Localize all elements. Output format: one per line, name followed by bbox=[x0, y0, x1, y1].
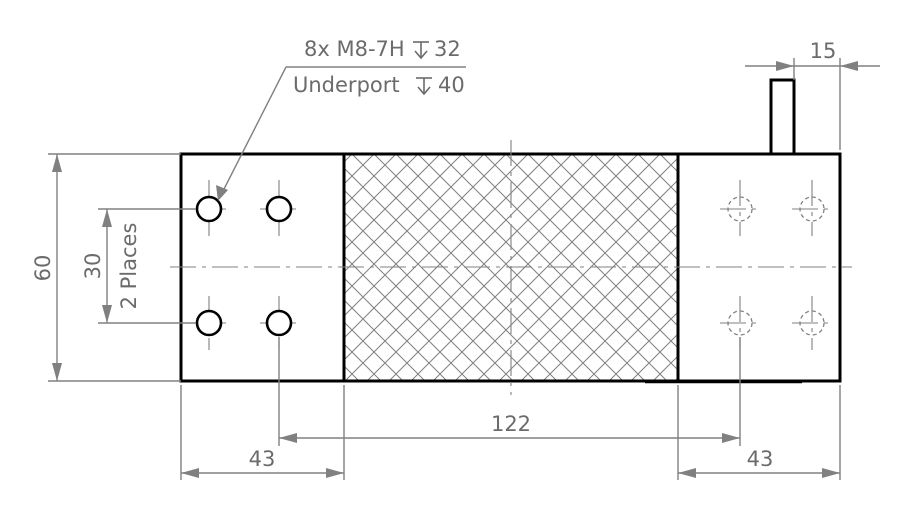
callout-line1-depth: 32 bbox=[434, 37, 461, 61]
callout-line1: 8x M8-7H bbox=[304, 37, 405, 61]
dim-spacing-note: 2 Places bbox=[117, 223, 141, 310]
thread-callout: 8x M8-7H 32 Underport 40 bbox=[293, 37, 465, 97]
dim-spacing-label: 30 bbox=[81, 253, 105, 280]
dim-right-label: 43 bbox=[747, 447, 774, 471]
dim-pin-label: 15 bbox=[810, 39, 837, 63]
dim-span-label: 122 bbox=[491, 412, 531, 436]
dimension-left-43: 43 bbox=[180, 385, 345, 480]
dim-height-label: 60 bbox=[31, 255, 55, 282]
depth-symbol-icon bbox=[413, 41, 429, 60]
dim-left-label: 43 bbox=[249, 447, 276, 471]
dimension-span-122: 122 bbox=[278, 337, 741, 446]
hidden-holes-right bbox=[727, 196, 825, 336]
callout-line2: Underport bbox=[293, 73, 400, 97]
dimension-pin-15: 15 bbox=[745, 39, 880, 150]
threaded-holes-left bbox=[195, 195, 293, 337]
dimension-right-43: 43 bbox=[677, 385, 841, 480]
callout-leader bbox=[216, 66, 466, 201]
dimension-height-60: 60 bbox=[31, 153, 181, 382]
depth-symbol-icon bbox=[416, 77, 432, 96]
callout-line2-depth: 40 bbox=[438, 73, 465, 97]
pin bbox=[769, 78, 796, 156]
dimension-hole-spacing-30: 30 2 Places bbox=[81, 208, 196, 324]
